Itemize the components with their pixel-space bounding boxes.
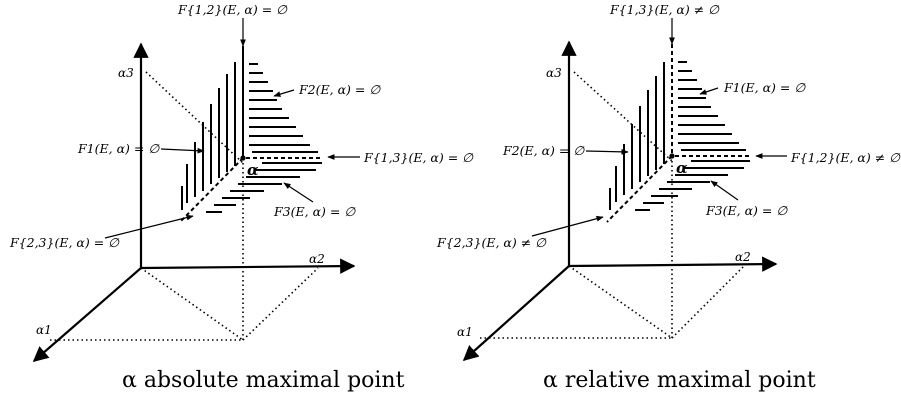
axis-label-a3: α3 [118, 66, 134, 80]
axis-a1 [462, 265, 570, 362]
callout-right: F{1,2}(E, α) ≠ ∅ [790, 150, 901, 165]
callout-arrow-lower-left [104, 214, 194, 239]
region-horizontal-bars [249, 63, 318, 153]
dashed-edges [606, 44, 750, 223]
panel-absolute: α F{1,2}(E, α) = ∅ F2(E, α) = ∅ F1(E, α)… [9, 2, 474, 393]
callout-arrow-upper-right [699, 87, 719, 95]
caption-relative: α relative maximal point [543, 368, 816, 393]
callout-arrow-lower-right [710, 180, 739, 201]
alpha-point [240, 155, 246, 161]
axis-label-a1: α1 [457, 325, 473, 339]
callout-left: F1(E, α) = ∅ [77, 141, 160, 156]
callout-arrow-left [160, 147, 205, 154]
region-horizontal-bars [678, 61, 746, 151]
axes [32, 42, 356, 363]
callout-arrow-lower-right [283, 182, 314, 203]
callout-arrow-upper-right [273, 89, 295, 97]
projection-lines [480, 71, 745, 339]
axis-label-a2: α2 [735, 250, 751, 264]
projection-lines [50, 71, 319, 341]
region-vertical-bars [181, 50, 244, 210]
callout-arrows [104, 18, 360, 239]
alpha-point-label: α [676, 159, 688, 177]
callout-upper-right: F2(E, α) = ∅ [298, 82, 381, 97]
region-vertical-bars [609, 62, 665, 210]
axis-a1 [32, 267, 142, 363]
callout-top: F{1,3}(E, α) ≠ ∅ [609, 2, 720, 17]
panel-relative: α F{1,3}(E, α) ≠ ∅ F1(E, α) = ∅ F2(E, α)… [436, 2, 901, 393]
callout-arrows [531, 18, 787, 237]
callout-left: F2(E, α) = ∅ [502, 143, 585, 158]
callout-lower-right: F3(E, α) = ∅ [273, 204, 356, 219]
axis-label-a3: α3 [546, 66, 562, 80]
region-lower-bars [635, 160, 750, 211]
callout-arrow-left [585, 148, 629, 155]
caption-absolute: α absolute maximal point [122, 368, 405, 393]
alpha-point [669, 153, 675, 159]
axis-label-a2: α2 [309, 252, 325, 266]
axis-a2 [140, 258, 356, 274]
callout-lower-right: F3(E, α) = ∅ [705, 203, 788, 218]
callout-upper-right: F1(E, α) = ∅ [723, 80, 806, 95]
region-lower-bars [206, 162, 322, 213]
callout-lower-left: F{2,3}(E, α) = ∅ [9, 235, 120, 250]
callout-lower-left: F{2,3}(E, α) ≠ ∅ [436, 235, 547, 250]
callout-top: F{1,2}(E, α) = ∅ [177, 2, 288, 17]
callout-arrow-lower-left [531, 215, 604, 237]
dashed-edges [179, 46, 322, 223]
alpha-point-label: α [247, 161, 259, 179]
callout-right: F{1,3}(E, α) = ∅ [363, 150, 474, 165]
axis-label-a1: α1 [36, 323, 52, 337]
